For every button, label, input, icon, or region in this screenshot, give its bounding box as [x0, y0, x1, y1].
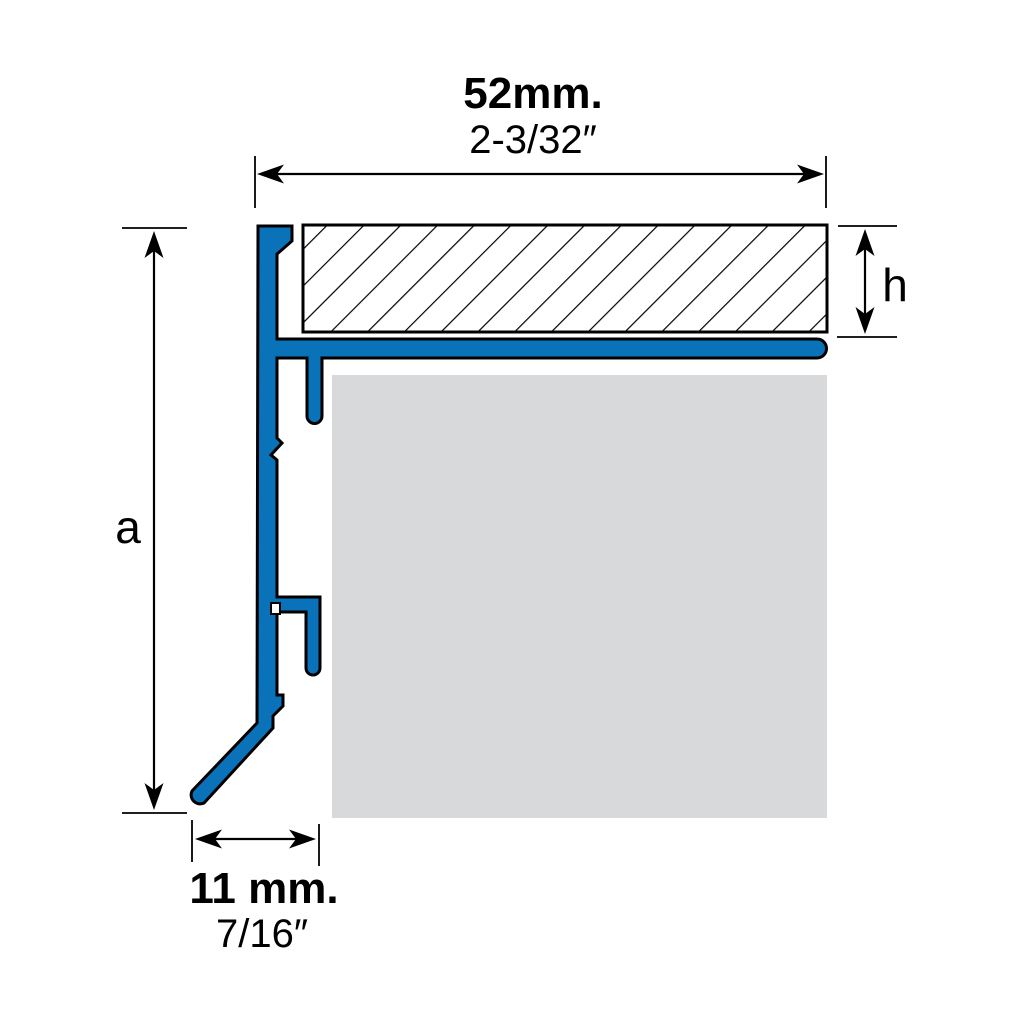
label-bottom-offset-metric: 11 mm.: [189, 864, 338, 913]
tile-hatched-rect: [301, 223, 829, 334]
label-profile-height: a: [115, 501, 141, 553]
label-top-width-imperial: 2-3/32″: [469, 118, 597, 162]
dim-tile-thickness: [837, 225, 897, 338]
dim-bottom-offset: [191, 820, 320, 866]
label-top-width-metric: 52mm.: [463, 69, 602, 118]
dim-top-width: [254, 156, 827, 208]
profile-shape: [189, 224, 828, 806]
profile-notch-square: [270, 602, 281, 615]
label-tile-thickness: h: [882, 259, 908, 311]
tile-hatch-overlay: [301, 223, 829, 334]
substrate-rect: [332, 375, 827, 818]
label-bottom-offset-imperial: 7/16″: [216, 912, 308, 956]
dim-profile-height: [122, 227, 187, 814]
